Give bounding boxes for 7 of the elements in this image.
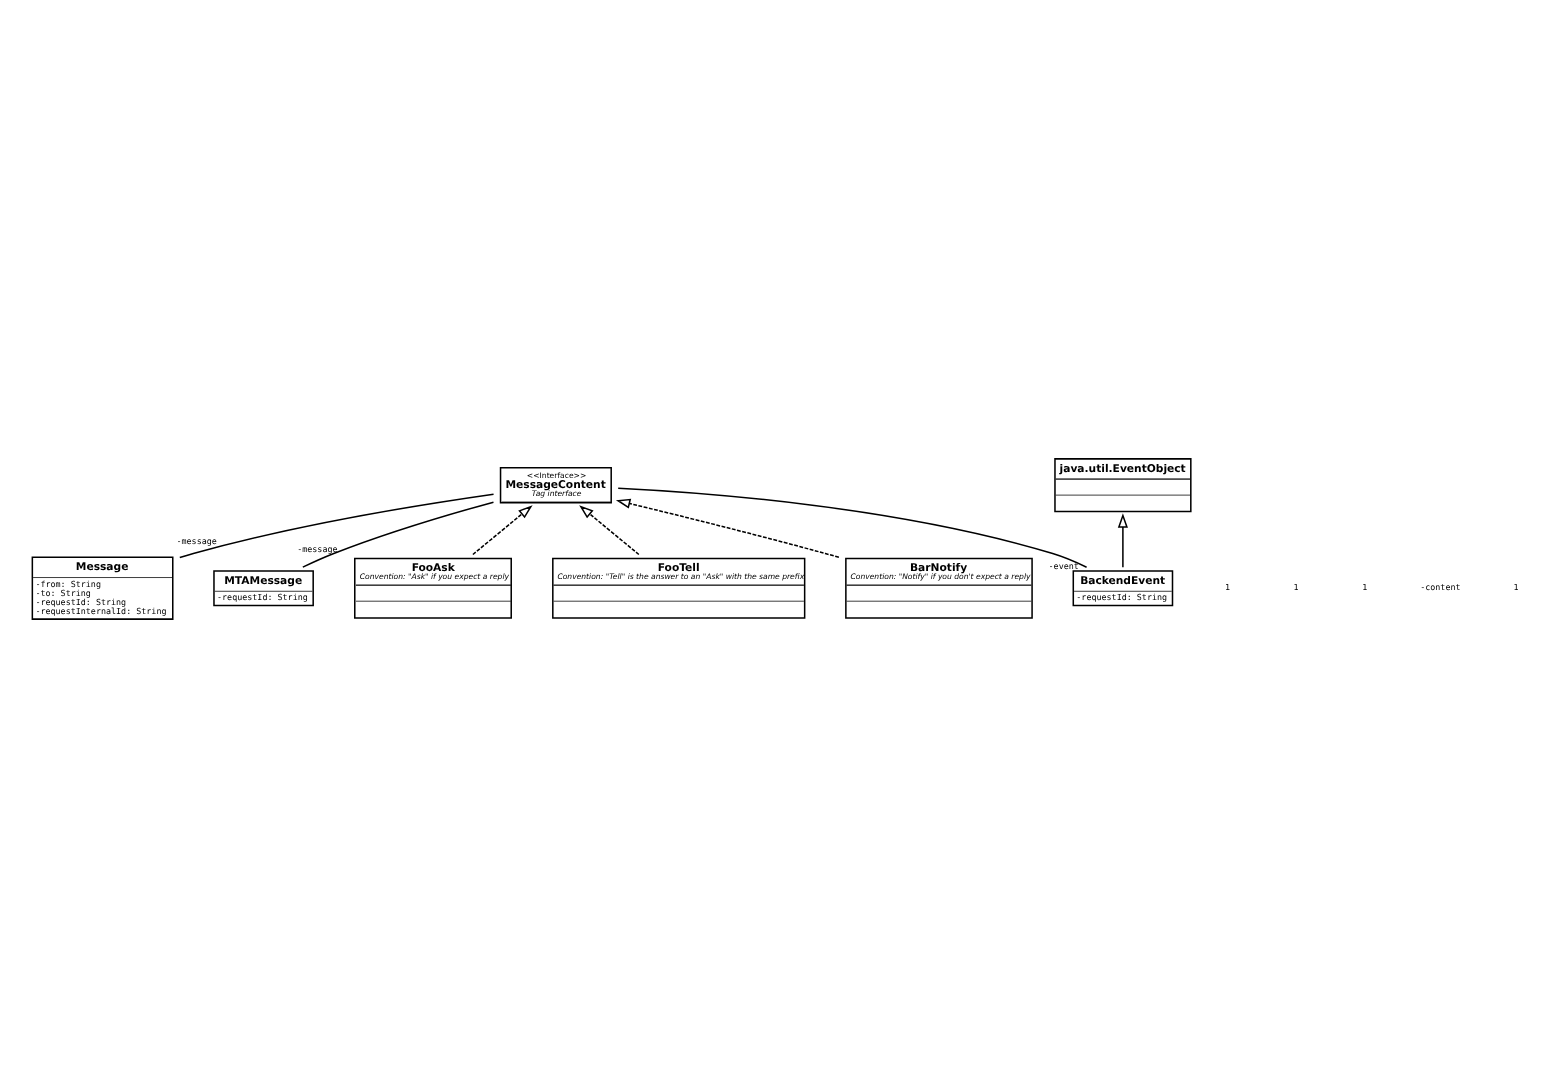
connector	[302, 501, 495, 568]
connector	[617, 487, 1088, 568]
arrow	[579, 505, 640, 556]
connector	[179, 493, 495, 559]
arrow	[1117, 513, 1128, 568]
arrow	[472, 505, 533, 556]
arrow	[615, 498, 840, 559]
